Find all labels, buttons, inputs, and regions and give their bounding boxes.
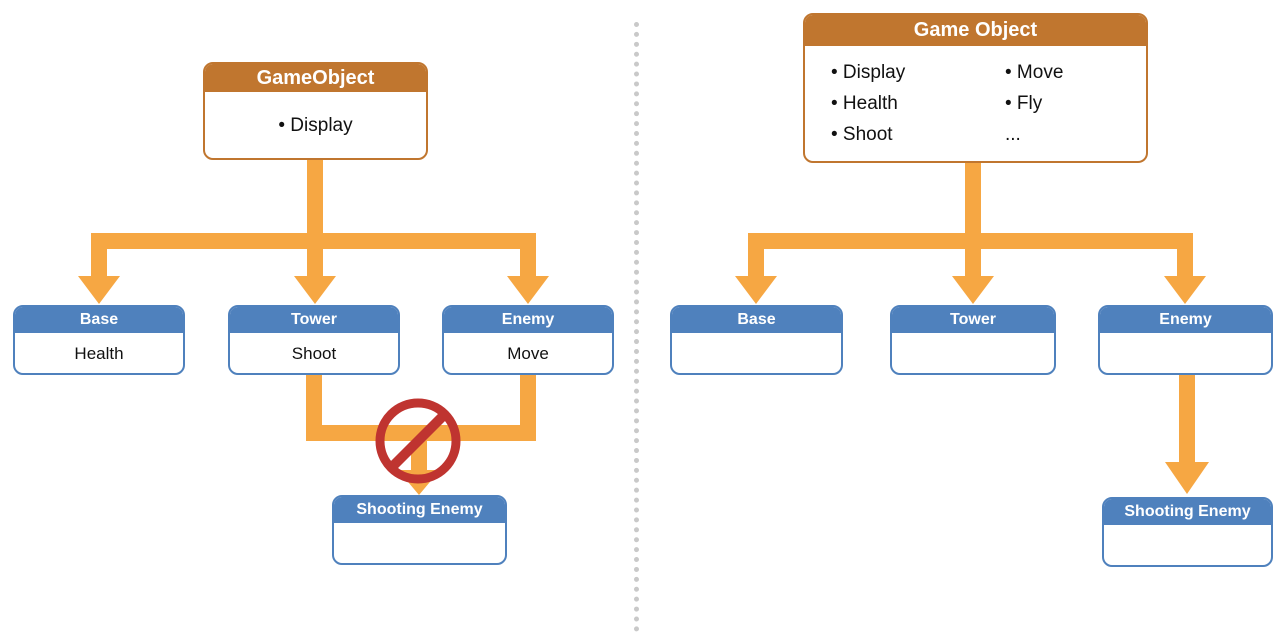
right-gameobject-list: • Display • Health • Shoot • Move • Fly … <box>805 48 1146 161</box>
right-gameobject-col2: • Move • Fly ... <box>1005 57 1063 150</box>
left-enemy-body: Move <box>507 344 549 363</box>
left-shooting-enemy-box: Shooting Enemy <box>332 495 507 565</box>
left-shooting-enemy-body <box>334 525 505 563</box>
left-gameobject-item: • Display <box>278 115 353 136</box>
right-gameobject-col1: • Display • Health • Shoot <box>831 57 1005 150</box>
left-branch-connector <box>78 158 549 304</box>
right-gameobject-title: Game Object <box>805 15 1146 48</box>
left-shooting-enemy-title: Shooting Enemy <box>334 497 505 525</box>
right-tower-body <box>892 335 1054 373</box>
right-gameobject-box: Game Object • Display • Health • Shoot •… <box>803 13 1148 163</box>
left-tower-box: Tower Shoot <box>228 305 400 375</box>
left-enemy-title: Enemy <box>444 307 612 335</box>
right-enemy-body <box>1100 335 1271 373</box>
left-gameobject-title: GameObject <box>205 64 426 94</box>
prohibition-icon <box>375 398 461 484</box>
right-base-body <box>672 335 841 373</box>
right-base-box: Base <box>670 305 843 375</box>
left-gameobject-box: GameObject • Display <box>203 62 428 160</box>
list-item: • Shoot <box>831 124 893 145</box>
left-base-title: Base <box>15 307 183 335</box>
left-base-body: Health <box>74 344 124 363</box>
dotted-divider-line <box>634 22 639 632</box>
list-item: • Move <box>1005 62 1064 83</box>
right-shooting-enemy-title: Shooting Enemy <box>1104 499 1271 527</box>
right-enemy-connector <box>1165 373 1209 494</box>
left-enemy-box: Enemy Move <box>442 305 614 375</box>
right-enemy-title: Enemy <box>1100 307 1271 335</box>
right-tower-title: Tower <box>892 307 1054 335</box>
left-base-box: Base Health <box>13 305 185 375</box>
list-item: • Fly <box>1005 93 1043 114</box>
list-item: • Health <box>831 93 898 114</box>
right-shooting-enemy-body <box>1104 527 1271 565</box>
right-enemy-box: Enemy <box>1098 305 1273 375</box>
left-tower-title: Tower <box>230 307 398 335</box>
right-shooting-enemy-box: Shooting Enemy <box>1102 497 1273 567</box>
right-base-title: Base <box>672 307 841 335</box>
list-item: • Display <box>831 62 906 83</box>
right-tower-box: Tower <box>890 305 1056 375</box>
list-item: ... <box>1005 124 1021 145</box>
left-tower-body: Shoot <box>291 344 337 363</box>
right-branch-connector <box>735 161 1206 304</box>
